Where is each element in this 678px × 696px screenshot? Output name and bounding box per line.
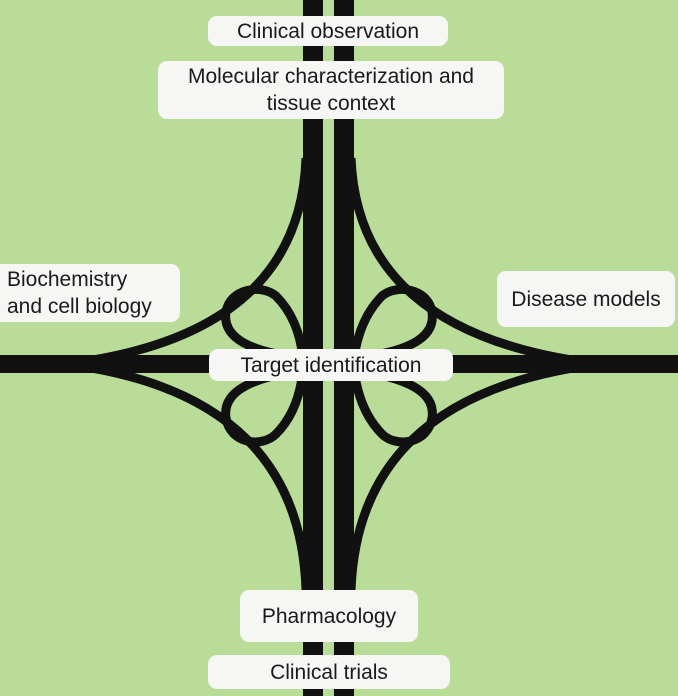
ramp-top-left: [79, 157, 311, 367]
biochemistry-label: Biochemistry and cell biology: [0, 264, 180, 322]
clinical-observation-label: Clinical observation: [208, 16, 448, 46]
loop-top-left: [221, 284, 308, 363]
disease-models-label: Disease models: [497, 271, 675, 327]
loop-bottom-right: [349, 365, 437, 447]
clinical-trials-label: Clinical trials: [208, 655, 450, 689]
loop-bottom-left: [221, 365, 308, 447]
ramp-bottom-right: [346, 361, 586, 591]
pharmacology-label: Pharmacology: [240, 590, 418, 642]
loop-top-right: [349, 284, 437, 363]
ramp-bottom-left: [79, 361, 311, 591]
ramp-top-right: [346, 157, 586, 367]
molecular-characterization-label: Molecular characterization and tissue co…: [158, 61, 504, 119]
target-identification-label: Target identification: [209, 349, 453, 381]
